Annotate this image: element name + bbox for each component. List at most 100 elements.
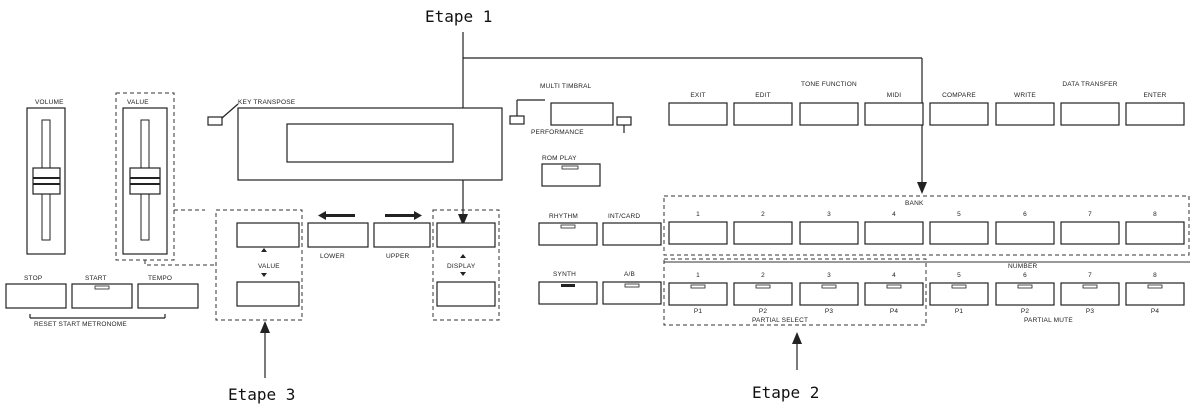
- number-button-1[interactable]: [668, 282, 728, 306]
- tempo-button[interactable]: [137, 283, 199, 309]
- partial-label-3: P3: [825, 308, 834, 315]
- top-row-label-6: WRITE: [1014, 92, 1036, 99]
- number-button-7[interactable]: [1060, 282, 1120, 306]
- bank-button-2[interactable]: [733, 221, 793, 245]
- display-group-label: DISPLAY: [447, 263, 476, 270]
- shift-group: LOWER UPPER: [307, 211, 431, 260]
- bank-number-label-3: 3: [827, 211, 831, 218]
- bank-button-5[interactable]: [929, 221, 989, 245]
- display-down-button[interactable]: [436, 281, 496, 307]
- display-down-icon: [460, 272, 466, 276]
- top-row-button-1[interactable]: [668, 102, 728, 126]
- stop-button[interactable]: [5, 283, 67, 309]
- bank-button-6[interactable]: [995, 221, 1055, 245]
- a-b-button[interactable]: [602, 281, 662, 305]
- number-button-5[interactable]: [929, 282, 989, 306]
- volume-slider-handle[interactable]: [32, 167, 61, 195]
- synth-label: SYNTH: [553, 271, 576, 278]
- top-row-button-6[interactable]: [995, 102, 1055, 126]
- number-led-2: [755, 284, 771, 289]
- number-button-2[interactable]: [733, 282, 793, 306]
- bank-number-label-7: 7: [1088, 211, 1092, 218]
- etape3-arrowhead: [260, 321, 270, 333]
- top-row-button-4[interactable]: [864, 102, 924, 126]
- lcd-display-screen: [286, 123, 454, 163]
- number-led-3: [821, 284, 837, 289]
- number-led-5: [951, 284, 967, 289]
- a-b-led: [624, 283, 640, 288]
- partial-select-dashed-box: [663, 258, 927, 326]
- number-label: NUMBER: [1008, 263, 1037, 270]
- start-button[interactable]: [71, 283, 133, 309]
- top-row-button-2[interactable]: [733, 102, 793, 126]
- etape3-label: Etape 3: [228, 385, 295, 404]
- value-slider-connector-low: [144, 260, 215, 266]
- bank-button-4[interactable]: [864, 221, 924, 245]
- volume-slider-group: VOLUME: [26, 99, 66, 255]
- multi-timbral-performance-button[interactable]: [550, 102, 614, 126]
- partial-label-5: P1: [955, 308, 964, 315]
- top-row-label-7: DATA TRANSFER: [1062, 81, 1117, 88]
- value-down-button[interactable]: [236, 281, 300, 307]
- value-slider-group: VALUE: [115, 92, 215, 266]
- top-row-label-5: COMPARE: [942, 92, 976, 99]
- number-label-2: 2: [761, 272, 765, 279]
- top-row-label-1: EXIT: [690, 92, 705, 99]
- rom-play-button[interactable]: [541, 163, 601, 187]
- top-row-label-3: TONE FUNCTION: [801, 81, 857, 88]
- partial-label-8: P4: [1151, 308, 1160, 315]
- multi-timbral-led[interactable]: [509, 115, 525, 125]
- tempo-label: TEMPO: [148, 275, 172, 282]
- rhythm-led: [560, 224, 576, 229]
- display-up-button[interactable]: [436, 222, 496, 248]
- partial-label-7: P3: [1086, 308, 1095, 315]
- performance-led[interactable]: [616, 116, 632, 126]
- partial-select-label: PARTIAL SELECT: [752, 317, 808, 324]
- number-led-4: [886, 284, 902, 289]
- bank-button-3[interactable]: [799, 221, 859, 245]
- display-up-icon: [460, 254, 466, 258]
- bank-dashed-box: [663, 195, 1190, 256]
- transport-group: STOP START TEMPO RESET START METRONOME: [5, 275, 199, 328]
- key-transpose-button[interactable]: [207, 116, 223, 126]
- top-row-label-2: EDIT: [755, 92, 771, 99]
- top-row-button-5[interactable]: [929, 102, 989, 126]
- upper-button[interactable]: [373, 222, 431, 248]
- partial-label-1: P1: [694, 308, 703, 315]
- bank-number-label-1: 1: [696, 211, 700, 218]
- number-button-4[interactable]: [864, 282, 924, 306]
- bank-button-1[interactable]: [668, 221, 728, 245]
- bank-button-8[interactable]: [1125, 221, 1185, 245]
- int-card-button[interactable]: [602, 222, 662, 246]
- value-slider-handle[interactable]: [129, 167, 161, 195]
- rhythm-label: RHYTHM: [549, 213, 578, 220]
- key-transpose-label: KEY TRANSPOSE: [238, 99, 296, 106]
- number-button-3[interactable]: [799, 282, 859, 306]
- value-slider-label: VALUE: [127, 99, 149, 106]
- start-label: START: [85, 275, 107, 282]
- bank-number-label-5: 5: [957, 211, 961, 218]
- top-row-button-3[interactable]: [799, 102, 859, 126]
- synth-button[interactable]: [538, 281, 598, 305]
- etape1-arrowhead: [458, 214, 468, 226]
- value-up-button[interactable]: [236, 222, 300, 248]
- etape2-arrowhead: [792, 332, 802, 344]
- number-button-8[interactable]: [1125, 282, 1185, 306]
- number-button-6[interactable]: [995, 282, 1055, 306]
- lower-arrow-icon: [318, 211, 326, 220]
- bank-label: BANK: [905, 200, 924, 207]
- value-buttons-group: VALUE: [215, 209, 303, 321]
- performance-label: PERFORMANCE: [531, 129, 584, 136]
- display-buttons-group: DISPLAY: [432, 209, 500, 321]
- upper-arrow-icon: [414, 211, 422, 220]
- lower-button[interactable]: [307, 222, 369, 248]
- number-label-8: 8: [1153, 272, 1157, 279]
- top-row-button-8[interactable]: [1125, 102, 1185, 126]
- int-card-label: INT/CARD: [608, 213, 640, 220]
- a-b-label: A/B: [624, 271, 635, 278]
- rhythm-button[interactable]: [538, 222, 598, 246]
- top-row-button-7[interactable]: [1060, 102, 1120, 126]
- bank-button-7[interactable]: [1060, 221, 1120, 245]
- rom-play-label: ROM PLAY: [542, 155, 577, 162]
